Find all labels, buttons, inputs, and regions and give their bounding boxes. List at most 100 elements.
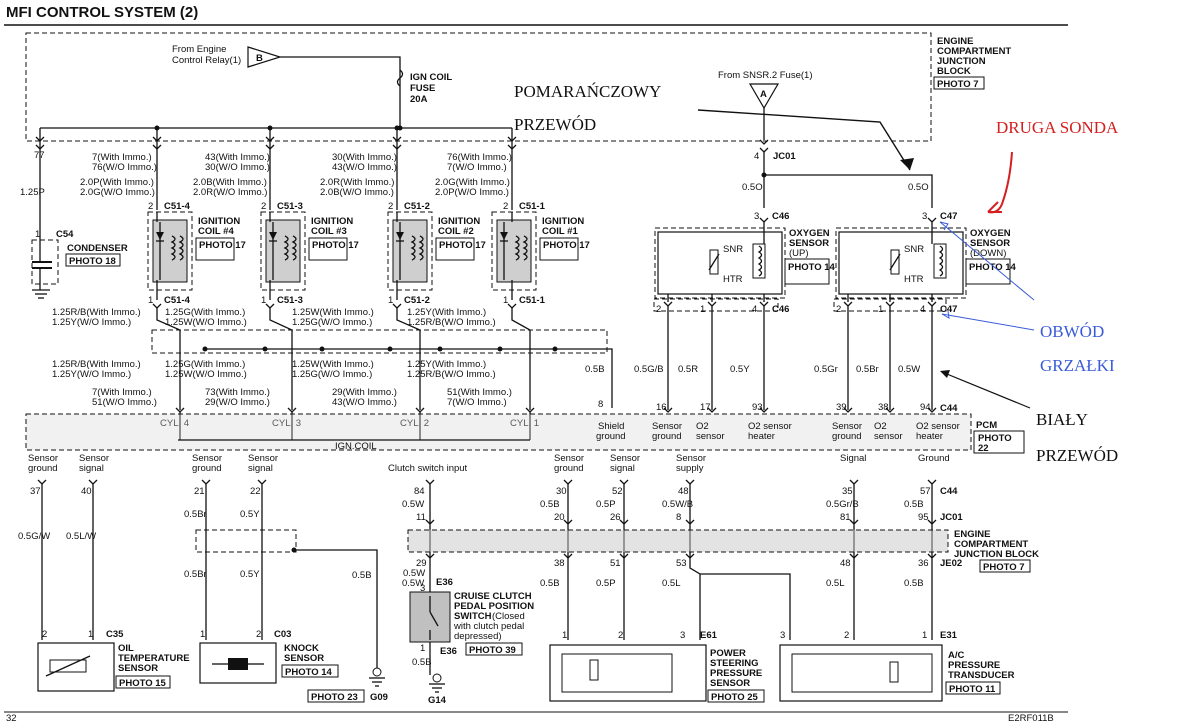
pcm-signal-label-2: signal [248,463,273,474]
snsr-fuse-source: From SNSR.2 Fuse(1) A 4 JC01 0.5O 0.5O [718,70,933,208]
coil-pin-top: 2 [388,201,393,212]
coil-top-wire-2: 2.0P(W/O Immo.) [435,187,509,198]
o2-connector-top: C46 [772,211,789,222]
condenser: 77 1.25P 1 C54 CONDENSER PHOTO 18 [20,150,128,299]
page-number: 32 [6,713,17,723]
sensor-name-1: A/C [948,650,965,661]
coil-bottom-wire-1: 1.25Y(With Immo.) [407,307,486,318]
wire-color: 0.5B [540,499,560,510]
junction-block-bottom-band [407,529,949,553]
o2-pin-bottom: 4 [752,304,757,315]
ignition-coil-1: 76(With Immo.)7(W/O Immo.)2.0G(With Immo… [407,152,590,440]
o2-wire-color: 0.5W [898,364,920,375]
sensor-name-1: POWER [710,648,746,659]
wire-color: 0.5W [402,578,424,589]
pcm-signal-label-1: Sensor [79,453,109,464]
pcm-cyl-label: CYL. 3 [272,418,301,429]
coil-top-pin-1: 30(With Immo.) [332,152,397,163]
wire-color: 0.5B [904,499,924,510]
o2-pin-top: 3 [922,211,927,222]
svg-text:1: 1 [35,229,40,240]
o2-pin-bottom: 4 [920,304,925,315]
sensor-name-2: SENSOR [284,653,324,664]
pcm-cyl-label: CYL. 4 [160,418,189,429]
je02-pin: 36 [918,558,929,569]
doc-code: E2RF011B [1008,713,1054,723]
ignition-coils: 7(With Immo.)76(W/O Immo.)2.0P(With Immo… [52,152,590,440]
coil-pin-bottom: 1 [503,295,508,306]
coil-top-pin-1: 43(With Immo.) [205,152,270,163]
coil-pcm-pin-1: 51(With Immo.) [447,387,512,398]
svg-text:ground: ground [596,431,626,442]
o2-pcm-label-1: O2 sensor [748,421,792,432]
ignition-coil-3: 43(With Immo.)30(W/O Immo.)2.0B(With Imm… [165,152,359,440]
coil-bottom-wire-2: 1.25Y(W/O Immo.) [52,317,131,328]
svg-text:B: B [256,53,263,64]
pcm-signal-label-1: Sensor [28,453,58,464]
svg-text:C54: C54 [56,229,74,240]
ground-g14-label: G14 [428,695,447,706]
sensor-pin: 3 [680,630,685,641]
switch-note-2: with clutch pedal [453,621,524,632]
ground-g09-photo: PHOTO 23 [311,692,358,703]
coil-connector-bottom: C51-3 [277,295,303,306]
pcm-signal-label-1: Clutch switch input [388,463,468,474]
coil-bottom-wire-1: 1.25G(With Immo.) [165,307,245,318]
svg-text:4: 4 [754,151,759,162]
sensor-connector: C35 [106,629,124,640]
o2-pin-bottom: 2 [656,304,661,315]
coil-photo: PHOTO 17 [312,240,359,251]
coil-connector-top: C51-4 [164,201,191,212]
pcm-signal-label-1: Sensor [676,453,706,464]
wire-color: 0.5Y [240,569,260,580]
wire-color: 0.5Br [184,509,207,520]
sensor-connector: C03 [274,629,291,640]
wire-color: 0.5W [402,499,424,510]
wire-color: 0.5B [412,657,432,668]
wire-color: 0.5B [352,570,372,581]
junction-block-top-box [25,32,932,142]
coil-top-pin-2: 7(W/O Immo.) [447,162,507,173]
switch-photo: PHOTO 39 [469,645,516,656]
o2-name-2: SENSOR [789,238,829,249]
coil-low-wire-1: 1.25R/B(With Immo.) [52,359,141,370]
svg-text:0.5B: 0.5B [585,364,605,375]
svg-text:From Engine: From Engine [172,44,226,55]
sensor-connector: E61 [700,630,718,641]
o2-name-3: (UP) [789,248,809,259]
coil-photo: PHOTO 17 [439,240,486,251]
coil-connector-top: C51-3 [277,201,303,212]
o2-pcm-label-1: Sensor [652,421,682,432]
pcm-signal-label-2: signal [79,463,104,474]
o2-pcm-label-1: Sensor [832,421,862,432]
coil-connector-bottom: C51-2 [404,295,430,306]
je02-pin: 29 [416,558,427,569]
jc01-pin: 81 [840,512,851,523]
svg-text:77: 77 [34,150,45,161]
o2-snr-label: SNR [723,244,743,255]
coil-pcm-pin-2: 29(W/O Immo.) [205,397,270,408]
jc01-pin: 95 [918,512,929,523]
wire-color: 0.5Br [184,569,207,580]
o2-pcm-label-1: O2 sensor [916,421,960,432]
svg-text:IGN COIL: IGN COIL [410,72,452,83]
o2-pcm-label-2: sensor [874,431,903,442]
svg-text:PCM: PCM [976,420,997,431]
sensor-name-4: SENSOR [710,678,750,689]
switch-pin-bottom: 1 [420,643,425,654]
page-title: MFI CONTROL SYSTEM (2) [6,4,198,21]
pcm-signal-label-1: Sensor [554,453,584,464]
sensor-photo: PHOTO 25 [711,692,759,703]
coil-pcm-pin-2: 51(W/O Immo.) [92,397,157,408]
ign-coil-fuse: IGN COIL FUSE 20A [396,69,452,105]
o2-connector-bottom: C46 [772,304,789,315]
sensor-photo: PHOTO 14 [285,667,333,678]
coil-photo: PHOTO 17 [543,240,590,251]
pcm-signal-pin: 84 [414,486,425,497]
wire-color: 0.5L/W [66,531,96,542]
o2-pcm-label-2: ground [832,431,862,442]
pcm-signal-pin: 48 [678,486,689,497]
relay-connector-b-icon [247,46,283,68]
